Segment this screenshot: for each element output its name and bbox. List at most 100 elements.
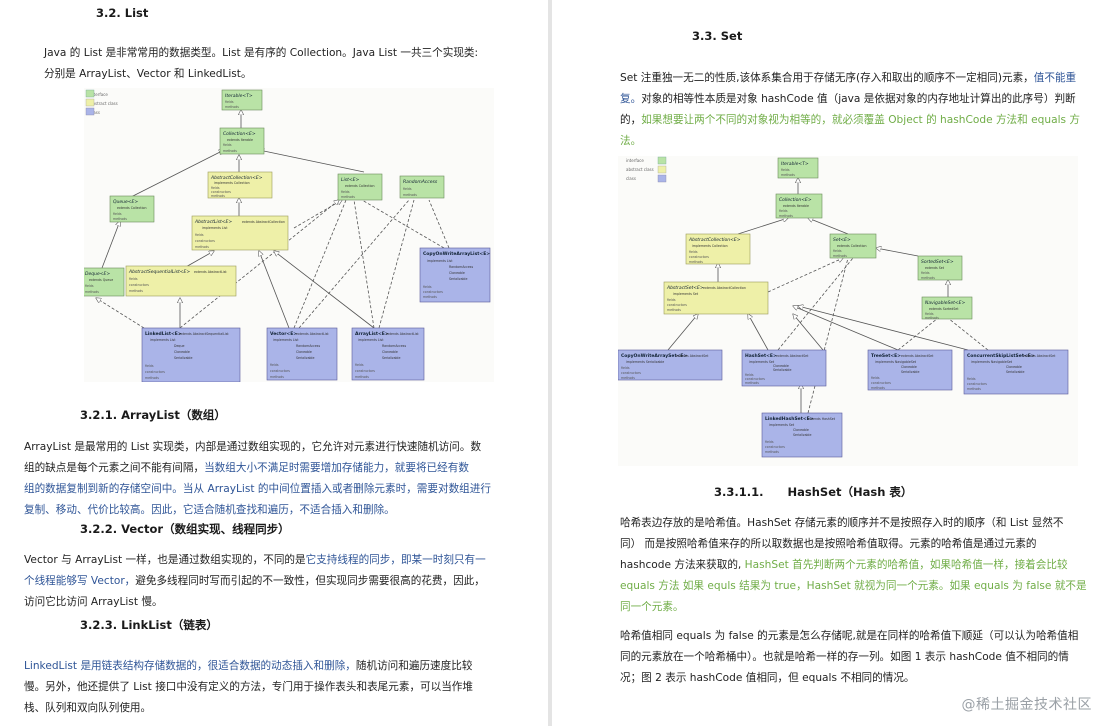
list-intro-line-2: 分别是 ArrayList、Vector 和 LinkedList。 — [44, 68, 252, 80]
legend-interface-swatch — [85, 89, 95, 98]
svg-text:constructors: constructors — [195, 239, 215, 243]
svg-text:SortedSet<E>: SortedSet<E> — [921, 259, 954, 265]
hashset-line-4: equals 方法 如果 equls 结果为 true，HashSet 就视为同… — [620, 580, 1087, 592]
vector-line-2: 个线程能够写 Vector，避免多线程同时写而引起的不一致性，但实现同步需要很高… — [24, 575, 485, 587]
uml-abstract-sequential-list: AbstractSequentialList<E> extends Abstra… — [125, 265, 237, 297]
legend-class-label: class — [90, 110, 100, 115]
conn-vector-random — [298, 199, 410, 329]
uml-vector: Vector<E> extends AbstractList implement… — [266, 327, 338, 381]
svg-text:extends Set: extends Set — [925, 266, 945, 270]
svg-text:TreeSet<E>: TreeSet<E> — [871, 353, 901, 359]
svg-text:fields: fields — [341, 190, 350, 194]
svg-text:Serializable: Serializable — [174, 356, 192, 360]
uml-tree-set: TreeSet<E> extends AbstractSet implement… — [867, 349, 953, 391]
svg-text:Deque<E>: Deque<E> — [85, 271, 110, 277]
svg-text:extends AbstractSet: extends AbstractSet — [676, 354, 709, 358]
svg-text:implements Set: implements Set — [749, 360, 775, 364]
svg-text:constructors: constructors — [270, 369, 290, 373]
svg-text:CopyOnWriteArraySet<E>: CopyOnWriteArraySet<E> — [621, 353, 687, 359]
svg-text:Cloneable: Cloneable — [1006, 365, 1022, 369]
hashset-line-5: 同一个元素。 — [620, 601, 684, 613]
uml-copy-on-write-array-list: CopyOnWriteArrayList<E> implements List … — [419, 247, 491, 303]
svg-text:implements List: implements List — [358, 338, 384, 342]
svg-text:constructors: constructors — [667, 303, 687, 307]
svg-text:constructors: constructors — [745, 377, 765, 381]
svg-text:constructors: constructors — [871, 381, 891, 385]
svg-text:extends Collection: extends Collection — [837, 244, 867, 248]
svg-text:fields: fields — [223, 143, 232, 147]
svg-text:extends Iterable: extends Iterable — [783, 204, 809, 208]
svg-text:methods: methods — [341, 195, 355, 199]
svg-text:extends AbstractList: extends AbstractList — [194, 270, 227, 274]
svg-text:methods: methods — [403, 193, 417, 197]
page-divider — [548, 0, 552, 726]
conn-vector-abslist — [259, 251, 290, 329]
set-line-4: 法。 — [620, 135, 642, 147]
svg-text:fields: fields — [225, 100, 234, 104]
conn-arraylist-abslist — [274, 251, 375, 329]
subsection-heading-linklist: 3.2.3. LinkList（链表） — [80, 618, 218, 632]
svg-text:fields: fields — [145, 364, 154, 368]
list-uml-diagram: interface abstract class class — [81, 88, 494, 383]
arraylist-line-3: 组的数据复制到新的存储空间中。当从 ArrayList 的中间位置插入或者删除元… — [24, 483, 491, 495]
uml-collection: Collection<E> extends Iterable fields me… — [219, 127, 265, 155]
svg-text:ArrayList<E>: ArrayList<E> — [355, 331, 389, 337]
svg-text:extends AbstractSet: extends AbstractSet — [901, 354, 934, 358]
svg-text:extends Collection: extends Collection — [345, 184, 375, 188]
svg-text:fields: fields — [833, 249, 842, 253]
svg-text:methods: methods — [113, 217, 127, 221]
subsection-heading-arraylist: 3.2.1. ArrayList（数组） — [80, 408, 226, 422]
svg-text:fields: fields — [195, 233, 204, 237]
svg-text:Serializable: Serializable — [773, 368, 791, 372]
svg-text:implements NavigableSet: implements NavigableSet — [971, 360, 1013, 364]
svg-text:methods: methods — [211, 194, 225, 198]
set-line-2: 复。对象的相等性本质是对象 hashCode 值（java 是依据对象的内存地址… — [620, 93, 1076, 105]
svg-text:extends Collection: extends Collection — [117, 206, 147, 210]
uml-set-iterable: Iterable<T> fields methods — [777, 157, 819, 179]
svg-text:implements NavigableSet: implements NavigableSet — [875, 360, 917, 364]
hashset-para2-line-3: 况；图 2 表示 hashCode 值相同，但 equals 不相同的情况。 — [620, 672, 915, 684]
svg-text:Deque: Deque — [174, 344, 184, 348]
list-uml-svg: interface abstract class class — [81, 89, 491, 383]
svg-text:methods: methods — [621, 376, 635, 380]
diagram-legend: interface abstract class class — [85, 89, 118, 116]
svg-text:fields: fields — [779, 209, 788, 213]
svg-text:AbstractCollection<E>: AbstractCollection<E> — [688, 237, 741, 243]
svg-text:Serializable: Serializable — [296, 356, 314, 360]
uml-navigable-set: NavigableSet<E> extends SortedSet fields… — [921, 296, 973, 320]
svg-text:fields: fields — [621, 366, 630, 370]
svg-text:Serializable: Serializable — [1006, 370, 1024, 374]
svg-text:implements List: implements List — [202, 226, 228, 230]
conn-queue-collection — [128, 150, 224, 199]
conn-arraylist-random — [378, 199, 415, 329]
svg-text:methods: methods — [667, 308, 681, 312]
set-diagram-legend: interface abstract class class — [626, 156, 667, 183]
svg-text:AbstractSet<E>: AbstractSet<E> — [666, 285, 704, 291]
svg-text:Cloneable: Cloneable — [382, 350, 398, 354]
hashset-line-3: hashcode 方法来获取的, HashSet 首先判断两个元素的哈希值，如果… — [620, 559, 1068, 571]
svg-text:extends AbstractSet: extends AbstractSet — [776, 354, 809, 358]
legend-class-swatch — [85, 107, 95, 116]
uml-abstract-list: AbstractList<E> extends AbstractCollecti… — [191, 215, 289, 251]
section-heading-set: 3.3. Set — [692, 29, 743, 43]
subsection-heading-vector: 3.2.2. Vector（数组实现、线程同步） — [80, 522, 290, 536]
svg-text:RandomAccess: RandomAccess — [296, 344, 320, 348]
svg-text:Serializable: Serializable — [382, 356, 400, 360]
linklist-line-3: 栈、队列和双向队列使用。 — [24, 702, 152, 714]
svg-text:methods: methods — [833, 254, 847, 258]
svg-text:Vector<E>: Vector<E> — [270, 331, 297, 337]
uml-abstract-collection: AbstractCollection<E> implements Collect… — [207, 171, 273, 199]
svg-text:fields: fields — [745, 373, 754, 377]
uml-set-interface: Set<E> extends Collection fields methods — [829, 233, 877, 259]
svg-text:methods: methods — [779, 214, 793, 218]
svg-text:fields: fields — [689, 250, 698, 254]
svg-text:AbstractList<E>: AbstractList<E> — [194, 219, 232, 225]
svg-text:Set<E>: Set<E> — [833, 237, 851, 243]
svg-text:methods: methods — [781, 173, 795, 177]
conn-abslist-list — [293, 200, 342, 229]
hashset-line-1: 哈希表边存放的是哈希值。HashSet 存储元素的顺序并不是按照存入时的顺序（和… — [620, 517, 1064, 529]
svg-text:fields: fields — [403, 187, 412, 191]
svg-text:methods: methods — [85, 290, 99, 294]
conn-vector-list — [293, 199, 347, 329]
arraylist-line-2: 组的缺点是每个元素之间不能有间隔，当数组大小不满足时需要增加存储能力，就要将已经… — [24, 462, 469, 474]
